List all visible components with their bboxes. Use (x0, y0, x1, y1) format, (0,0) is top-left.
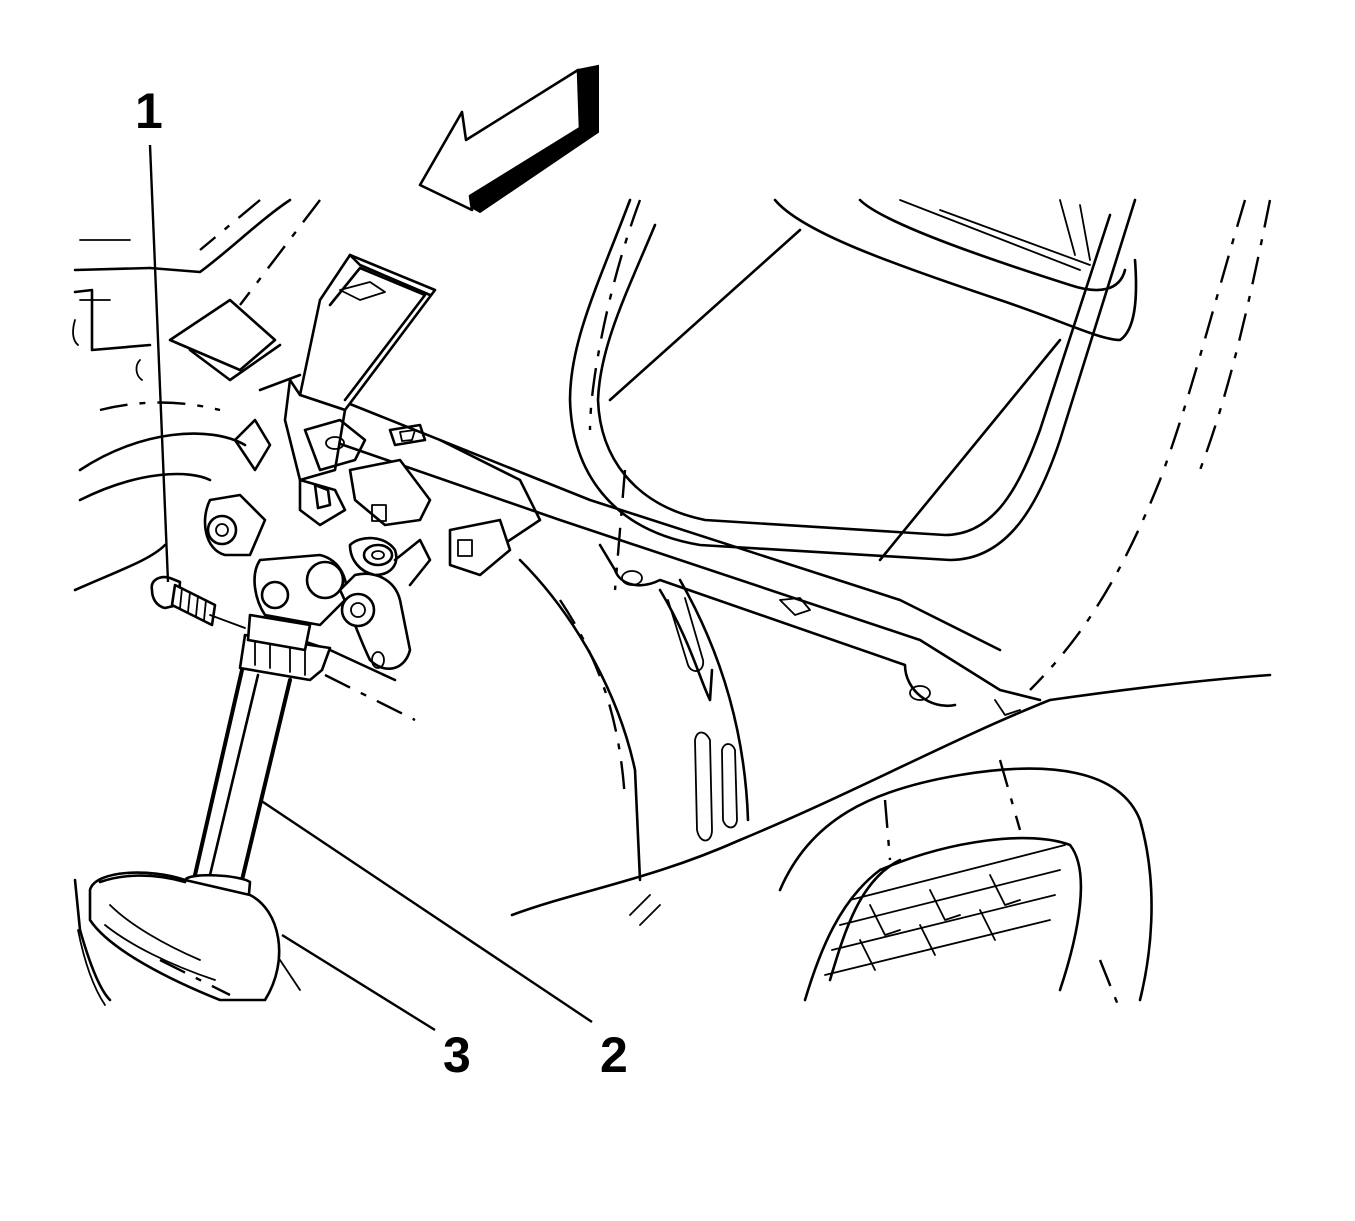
column-seal-boot (73, 871, 301, 1006)
left-side-panel (72, 198, 321, 592)
callout-1: 1 (135, 83, 163, 139)
air-vent (778, 759, 1153, 1011)
support-brace (518, 558, 750, 882)
lower-dash-panel (510, 673, 1272, 926)
column-bolt (150, 575, 246, 629)
callout-2: 2 (600, 1027, 628, 1083)
cross-car-beam (298, 398, 1042, 716)
direction-arrow (418, 64, 599, 214)
column-head (253, 536, 432, 722)
callout-3: 3 (443, 1027, 471, 1083)
dash-panel-right (568, 198, 1272, 691)
steering-shaft (183, 613, 332, 911)
leader-2 (259, 799, 593, 1023)
callout-leaders (148, 144, 593, 1032)
leader-1 (148, 144, 170, 583)
leader-3 (281, 933, 436, 1032)
callout-labels: 1 2 3 (135, 83, 628, 1083)
column-bracket (203, 253, 542, 577)
